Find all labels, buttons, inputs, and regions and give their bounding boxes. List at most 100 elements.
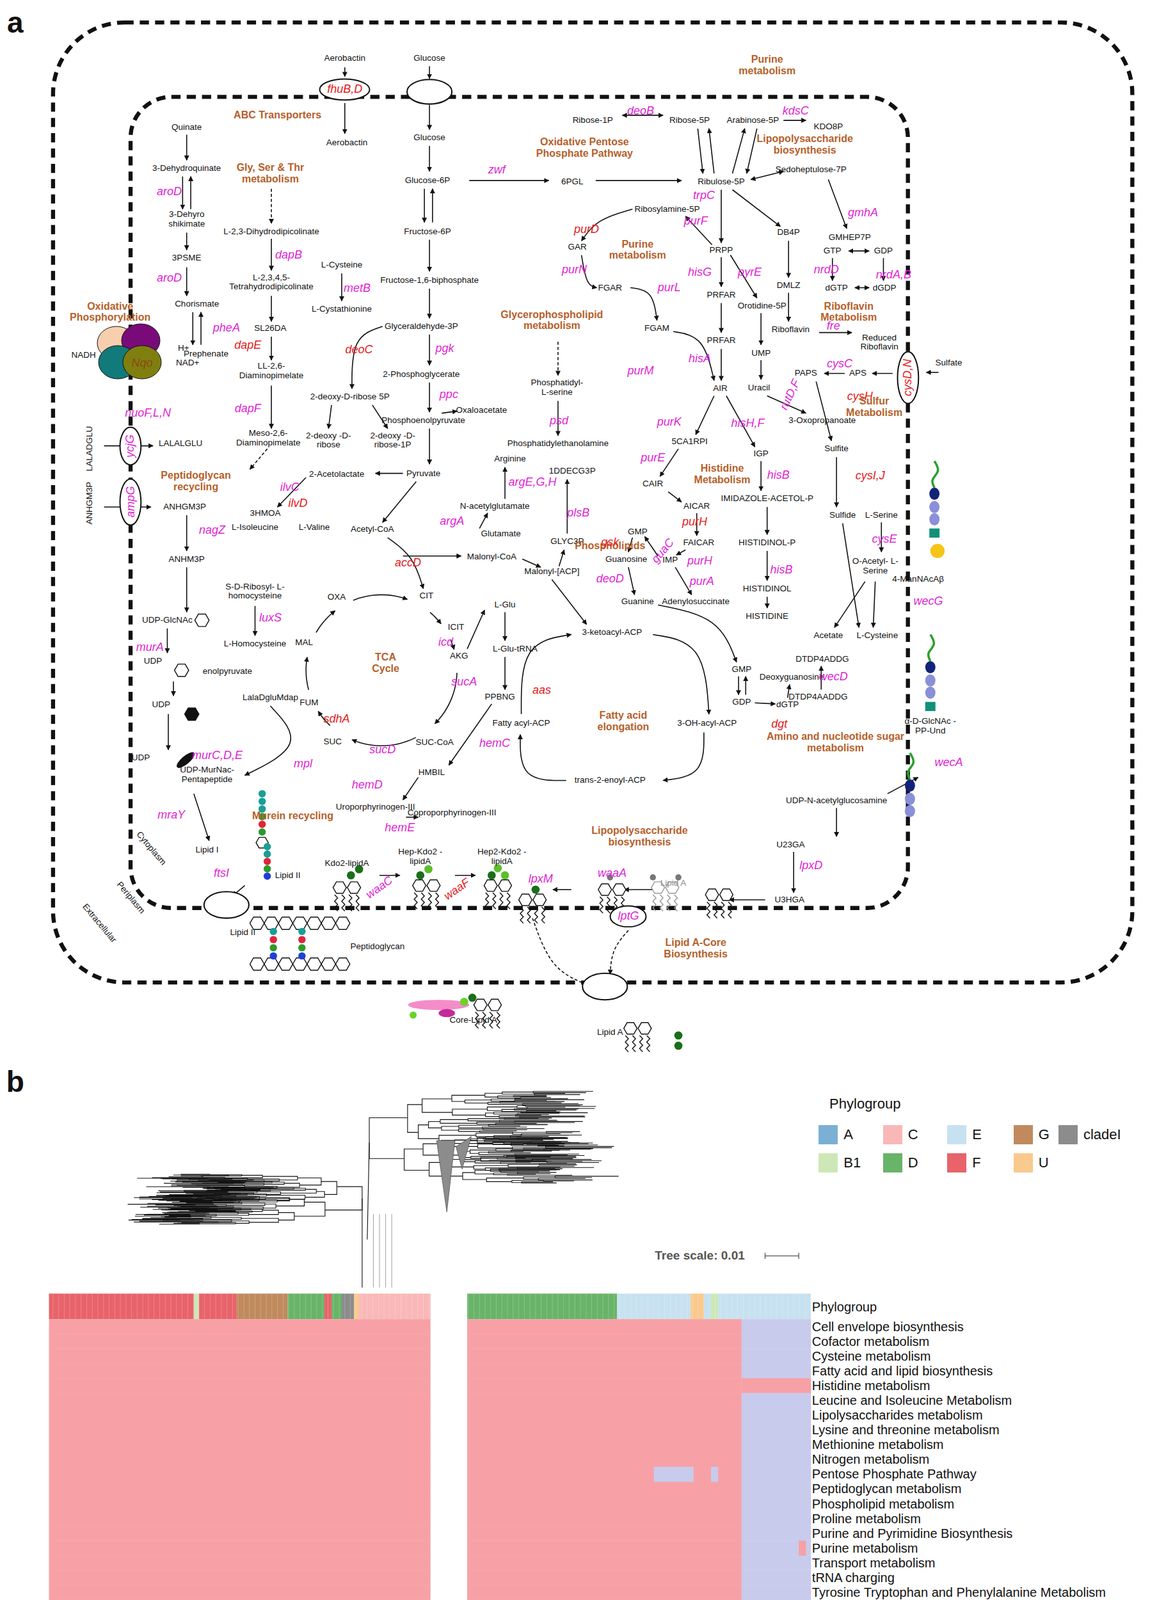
cell-divider [793,1293,795,1319]
heatmap-cell [741,1569,811,1586]
heatmap-cell [49,1584,431,1600]
tree-branch [289,1199,305,1202]
sugar-residue [925,674,936,687]
gene-label: cysC [826,357,853,371]
reaction-arrow [766,551,768,581]
reaction-arrow [428,382,431,413]
pathway-title: Fatty acid elongation [582,709,665,733]
cell-divider [630,1293,631,1319]
residue-dot [487,870,496,880]
gene-label: wecD [819,671,848,685]
tree-branch [262,1176,298,1178]
metabolite-label: Core-Lipid A [449,1015,497,1026]
lipid-head [638,1022,652,1035]
tree-branch [160,1178,229,1180]
heatmap-cell [467,1466,742,1483]
metabolite-label: Quinate [171,122,202,133]
metabolite-label: Acetate [813,630,843,641]
row-label: Phylogroup [812,1299,877,1314]
tree-branch [515,1115,585,1117]
tree-branch [520,1110,561,1113]
residue-dot [269,943,277,951]
cell-divider [372,1293,374,1319]
tree-branch [507,1174,573,1176]
reaction-arrow [595,179,682,182]
metabolite-label: DTDP4AADDG [788,691,848,702]
reaction-arrow [186,567,188,612]
tree-branch [513,1095,547,1097]
lipid-head [498,879,512,892]
residue-dot [468,993,477,1003]
tree-branch [515,1098,569,1100]
tree-branch [270,1189,306,1190]
phylogroup-cell [467,1293,617,1319]
legend-swatch [1013,1125,1033,1145]
node-label: ampG [124,486,137,518]
tree-branch [265,1197,290,1200]
metabolite-label: Phosphoenolpyruvate [381,415,466,425]
reaction-arrow [431,188,434,223]
tree-branch [177,1205,218,1207]
tree-branch [470,1151,480,1154]
gene-label: dapB [275,248,303,262]
tree-branch [228,1185,245,1186]
cell-divider [670,1293,671,1319]
tree-branch [211,1217,242,1218]
reaction-arrow [873,581,876,628]
cell-divider [810,1293,811,1319]
gene-label: mraY [157,808,185,822]
metabolite-label: trans-2-enoyl-ACP [574,775,646,786]
metabolite-label: Sulfate [934,358,962,368]
tree-leaf-line [385,1213,386,1288]
cell-divider [52,1293,54,1319]
gene-label: purH [682,515,708,529]
tree-branch [508,1165,539,1167]
metabolite-label: Pyruvate [406,468,441,479]
heatmap-cell [49,1525,431,1542]
tree-branch [241,1203,265,1204]
reaction-arrow [270,385,272,429]
tree-branch [526,1107,566,1108]
metabolite-label: Oxaloacetate [456,405,508,415]
gene-label: metB [343,282,371,296]
residue-dot [460,997,469,1007]
lipid-tail [534,906,538,924]
tree-branch [305,1189,317,1191]
gene-label: psd [549,414,569,428]
reaction-arrow [200,312,202,345]
tree-branch [497,1096,514,1098]
heatmap-cell [49,1422,431,1438]
heatmap-cell [467,1452,742,1468]
sugar-hexagon [292,958,307,971]
metabolite-label: dGDP [872,282,897,293]
metabolite-label: Aerobactin [324,53,367,63]
tree-branch [519,1116,586,1119]
tca-arc [353,594,408,601]
tree-branch [422,1104,453,1113]
gene-label: purM [627,364,655,378]
gene-label: pyrE [737,266,762,280]
metabolite-label: UDP-MurNac- Pentapeptide [168,766,246,786]
tree-branch [161,1212,206,1214]
row-label: tRNA charging [812,1570,895,1585]
reaction-arrow [744,676,747,695]
reaction-arrow [783,119,806,121]
heatmap-cell [467,1348,742,1364]
cell-divider [798,1293,800,1319]
tree-branch [554,1176,592,1178]
reaction-arrow [792,851,795,893]
tree-branch [217,1206,233,1208]
tree-branch [174,1198,205,1200]
cell-divider [243,1293,244,1319]
cell-divider [585,1293,587,1319]
tree-branch [538,1166,575,1168]
tree-branch [233,1202,242,1204]
reaction-arrow [854,287,870,289]
metabolite-label: Lipid A [597,1027,624,1038]
reaction-arrow [191,312,194,345]
residue-dot [501,870,510,880]
tree-branch [242,1183,265,1185]
reaction-arrow [428,145,431,172]
metabolite-label: Ribulose-5P [697,176,745,187]
metabolite-label: GAR [568,241,587,252]
